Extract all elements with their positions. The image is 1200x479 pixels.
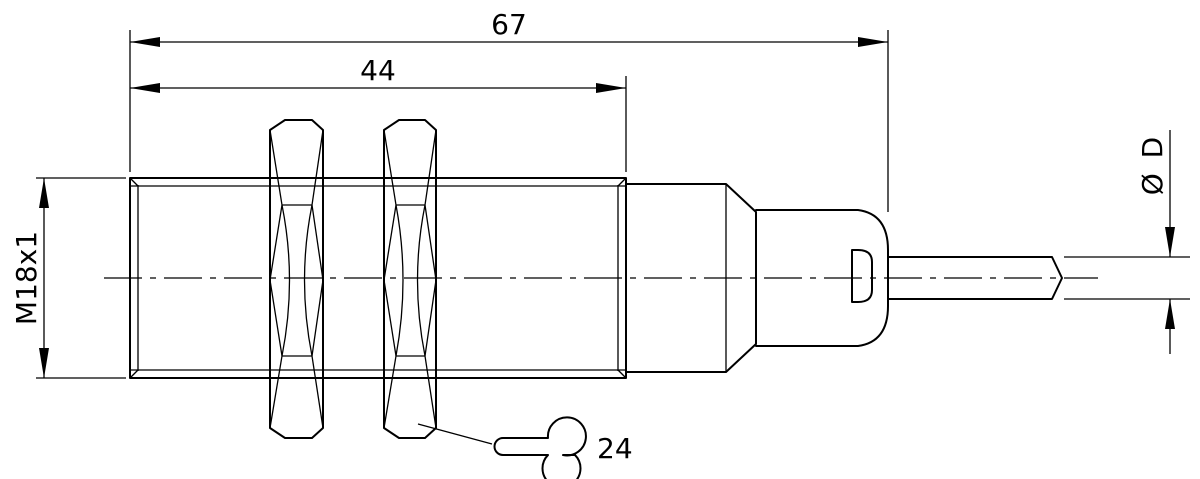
- dimension-thread-spec: M18x1: [10, 177, 126, 379]
- wrench-size-callout: 24: [417, 416, 633, 479]
- total-length-label: 67: [491, 8, 527, 41]
- cable: [887, 256, 1063, 300]
- gland-slot: [851, 249, 873, 303]
- lock-nut-right: [383, 119, 437, 439]
- dimension-cable-diameter: Ø D: [1064, 130, 1190, 354]
- diameter-letter: D: [1136, 137, 1169, 159]
- thread-spec-label: M18x1: [10, 231, 43, 325]
- thread-length-label: 44: [360, 54, 396, 87]
- wrench-icon: [493, 416, 587, 479]
- diameter-symbol: Ø: [1136, 173, 1169, 195]
- lock-nut-left: [269, 119, 324, 439]
- cable-diameter-label: Ø D: [1136, 137, 1169, 196]
- wrench-size-label: 24: [597, 432, 633, 465]
- dimension-thread-length: 44: [130, 54, 627, 172]
- dimension-total-length: 67: [129, 8, 889, 212]
- rear-housing: [625, 183, 757, 373]
- sensor-body: [129, 177, 1063, 379]
